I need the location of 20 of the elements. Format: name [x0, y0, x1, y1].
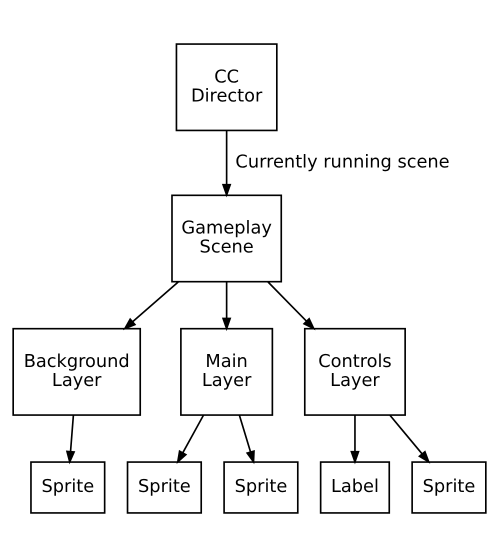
arrow [222, 282, 232, 332]
node-box: Sprite [126, 461, 202, 514]
arrow [222, 130, 232, 198]
node-box: Label [320, 461, 390, 514]
node-box: Sprite [411, 461, 487, 514]
arrow [350, 415, 360, 464]
arrow [389, 414, 430, 464]
node-box: Background Layer [12, 328, 142, 416]
node-box: Gameplay Scene [171, 194, 282, 282]
edge-label: Currently running scene [235, 152, 450, 173]
arrow [176, 414, 204, 464]
arrow [267, 281, 316, 330]
node-box: Controls Layer [304, 328, 406, 416]
arrow [66, 415, 76, 464]
node-box: Sprite [30, 461, 106, 514]
node-box: Main Layer [180, 328, 274, 416]
arrow [122, 281, 179, 330]
node-box: Sprite [223, 461, 299, 514]
node-box: CC Director [176, 43, 278, 132]
arrow [238, 415, 255, 464]
